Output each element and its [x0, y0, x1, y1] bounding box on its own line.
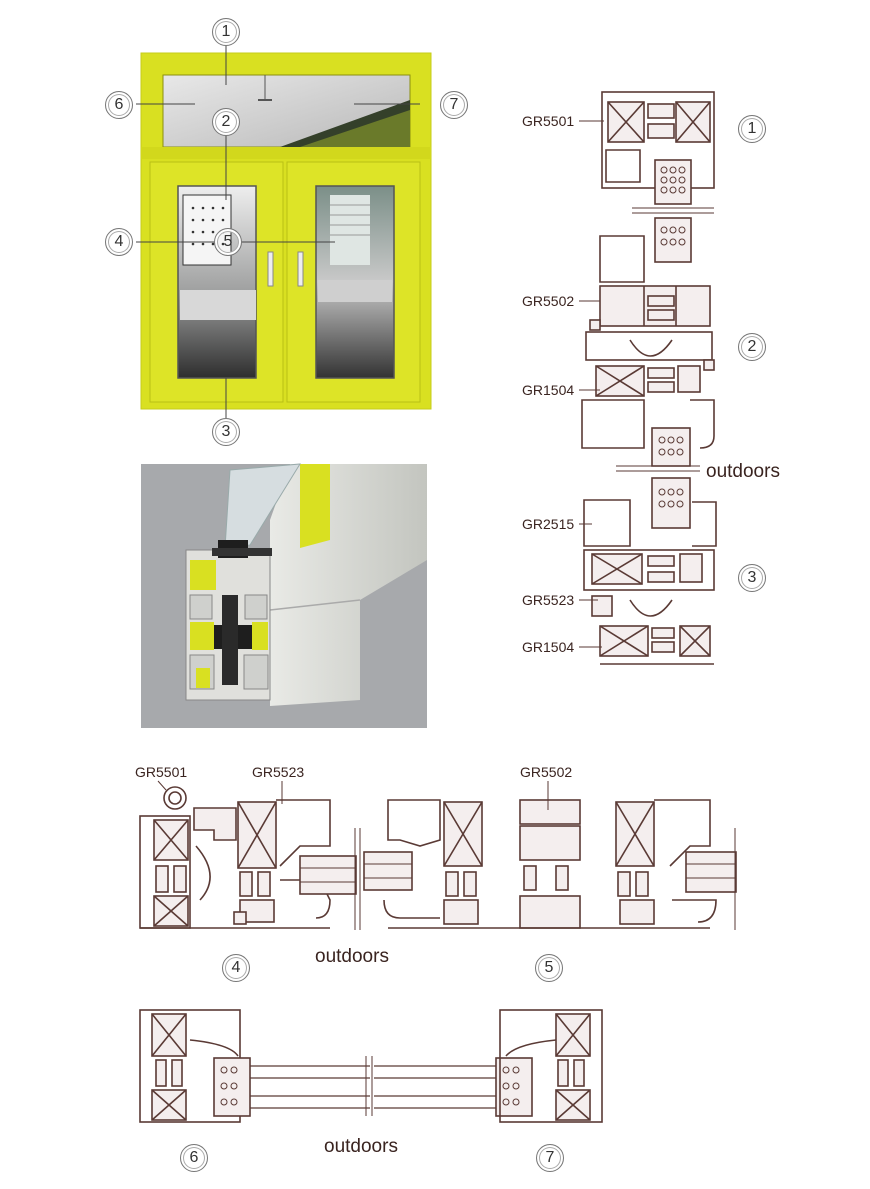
- horizontal-sections-6-7: [139, 1009, 603, 1123]
- callout-number: 3: [221, 423, 231, 440]
- callout-4: 4: [105, 228, 133, 256]
- callout-2: 2: [212, 108, 240, 136]
- callout-7: 7: [440, 91, 468, 119]
- callout-number: 2: [221, 113, 231, 130]
- outdoors-label-vertical: outdoors: [706, 461, 780, 482]
- label-gr1504-vertical-lower: GR1504: [522, 639, 575, 655]
- profile-3d-render: [141, 463, 427, 728]
- horizontal-sections-4-5: [139, 786, 737, 930]
- section-callout-3: 3: [738, 564, 766, 592]
- vertical-sections: [581, 91, 717, 665]
- section-callout-6: 6: [180, 1144, 208, 1172]
- callout-number: 2: [747, 338, 757, 355]
- callout-number: 7: [545, 1149, 555, 1166]
- section-callout-2: 2: [738, 333, 766, 361]
- vertical-leader-lines: [579, 120, 604, 648]
- label-gr5523-horizontal: GR5523: [252, 764, 305, 780]
- callout-number: 5: [223, 233, 233, 250]
- window-elevation: [140, 52, 432, 410]
- callout-number: 4: [231, 959, 241, 976]
- section-callout-1: 1: [738, 115, 766, 143]
- label-gr5523-vertical: GR5523: [522, 592, 575, 608]
- label-gr2515-vertical: GR2515: [522, 516, 575, 532]
- callout-number: 7: [449, 96, 459, 113]
- callout-number: 5: [544, 959, 554, 976]
- callout-number: 1: [221, 23, 231, 40]
- callout-number: 4: [114, 233, 124, 250]
- callout-6: 6: [105, 91, 133, 119]
- label-gr5502-vertical: GR5502: [522, 293, 575, 309]
- section-callout-4: 4: [222, 954, 250, 982]
- label-gr5501-horizontal: GR5501: [135, 764, 188, 780]
- label-gr1504-vertical: GR1504: [522, 382, 575, 398]
- callout-number: 1: [747, 120, 757, 137]
- callout-5: 5: [214, 228, 242, 256]
- callout-3: 3: [212, 418, 240, 446]
- callout-number: 6: [189, 1149, 199, 1166]
- section-callout-5: 5: [535, 954, 563, 982]
- outdoors-label-section-4: outdoors: [315, 946, 389, 967]
- callout-number: 6: [114, 96, 124, 113]
- section-callout-7: 7: [536, 1144, 564, 1172]
- window-leader-lines: [136, 46, 420, 418]
- outdoors-label-section-6-7: outdoors: [324, 1136, 398, 1157]
- callout-1: 1: [212, 18, 240, 46]
- callout-number: 3: [747, 569, 757, 586]
- label-gr5502-horizontal: GR5502: [520, 764, 573, 780]
- label-gr5501-vertical: GR5501: [522, 113, 575, 129]
- horizontal-leader-lines-4-5: [157, 780, 549, 810]
